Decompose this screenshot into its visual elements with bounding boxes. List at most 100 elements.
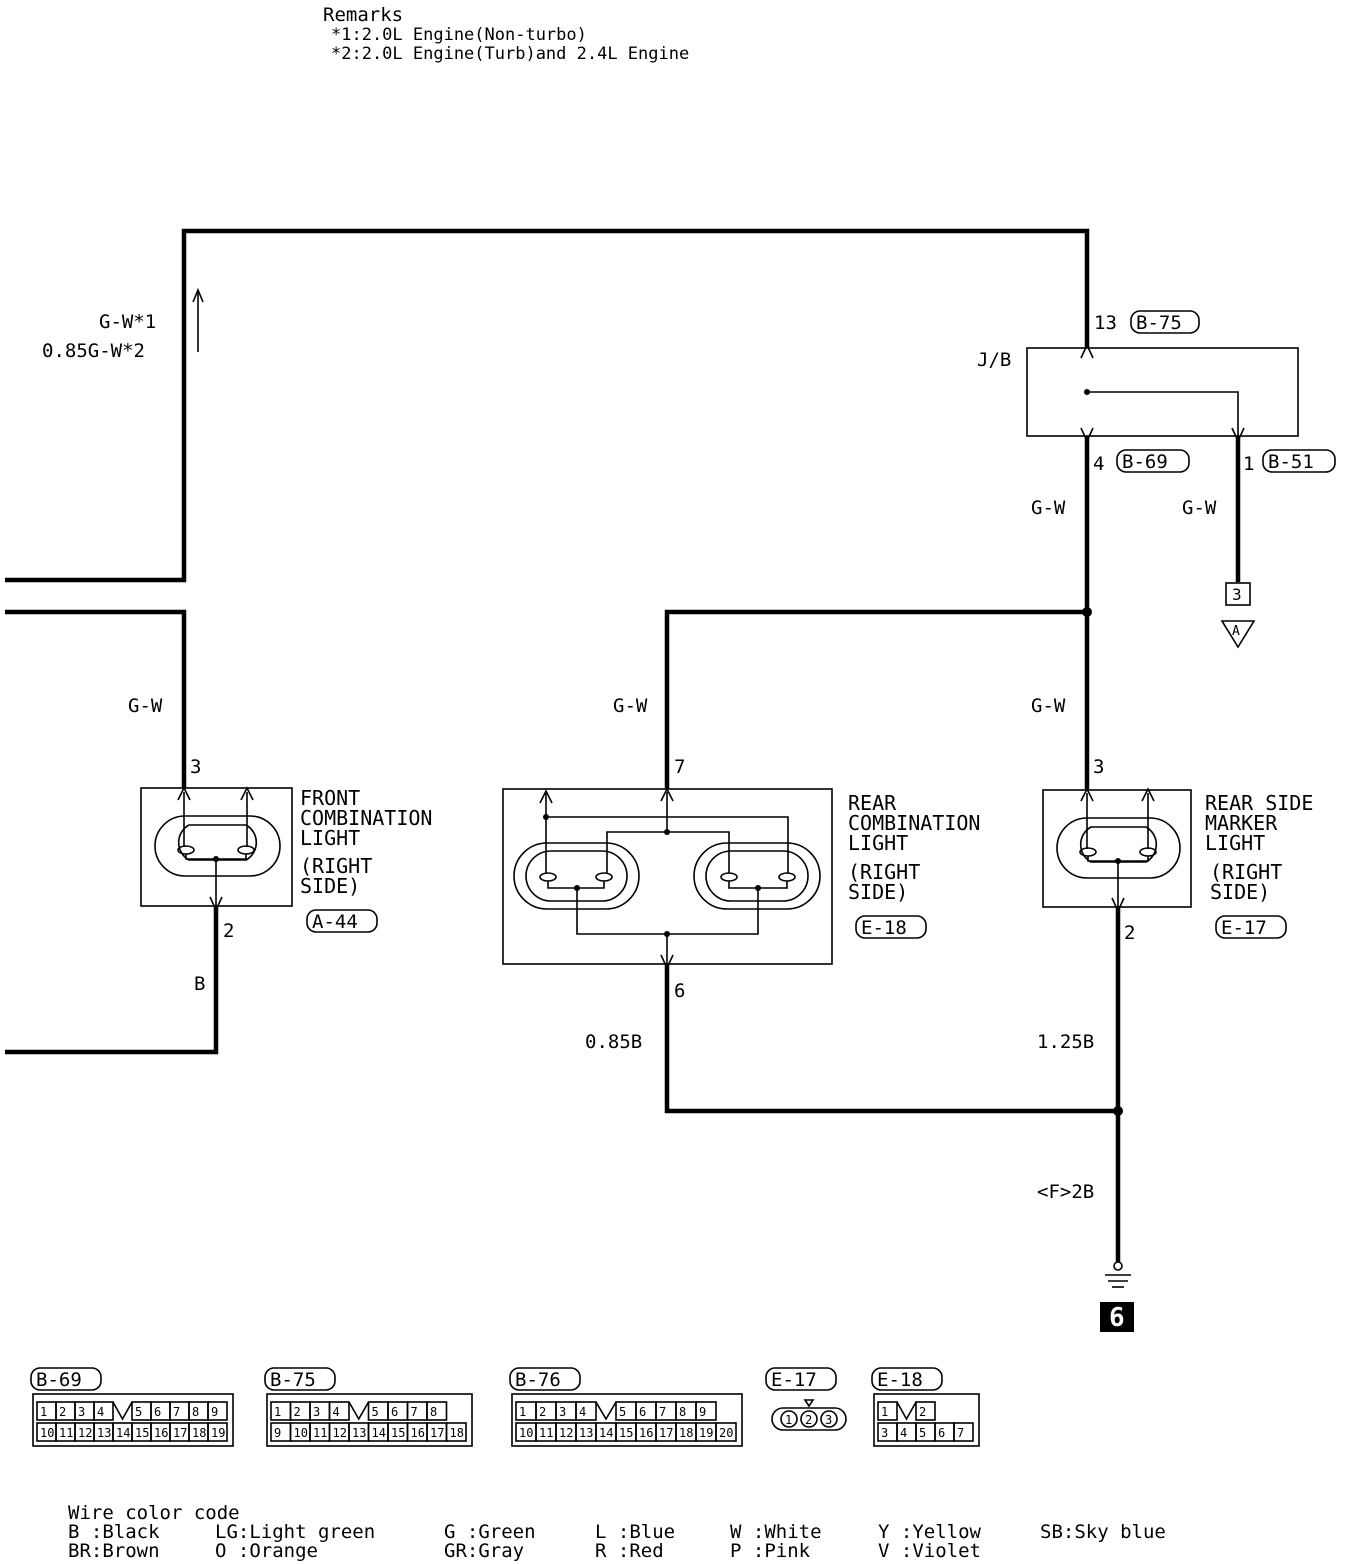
- color-code-entry: R :Red: [595, 1540, 664, 1562]
- jb-label: J/B: [977, 349, 1011, 371]
- pin-label: 9: [274, 1426, 281, 1440]
- conn-badge-e17: [1215, 915, 1287, 939]
- wires: [5, 228, 1241, 1262]
- remarks-line1: *1:2.0L Engine(Non-turbo): [331, 25, 587, 45]
- pin-cell: [915, 1401, 936, 1421]
- pin-label: 14: [372, 1426, 386, 1440]
- color-code-entry: W :White: [730, 1521, 822, 1543]
- pin-label: 8: [430, 1405, 437, 1419]
- marker-name1: REAR SIDE: [1205, 791, 1313, 815]
- pin-cell: [877, 1401, 898, 1421]
- marker-pin-top: 3: [1093, 756, 1104, 778]
- current-flow-arrow-icon: [192, 287, 204, 352]
- pin-label: 9: [699, 1405, 706, 1419]
- pin-cell: [207, 1422, 228, 1442]
- pin-label: 18: [450, 1426, 464, 1440]
- pin-circle: [820, 1410, 838, 1428]
- rear-connector: E-18: [861, 917, 907, 939]
- pin-label: 6: [938, 1426, 945, 1440]
- ref-box-3: [1225, 582, 1251, 606]
- pin-label: 17: [173, 1426, 187, 1440]
- color-code-entry: BR:Brown: [68, 1540, 160, 1562]
- pin-label: 6: [639, 1405, 646, 1419]
- connector-badge: [509, 1367, 581, 1391]
- pin-label: 11: [539, 1426, 553, 1440]
- pin-label: 10: [40, 1426, 54, 1440]
- jb-pin-in: 13: [1094, 312, 1117, 334]
- rear-name2: COMBINATION: [848, 811, 980, 835]
- pin-label: 8: [679, 1405, 686, 1419]
- connector-body: [266, 1393, 473, 1447]
- pin-cell: [715, 1422, 737, 1442]
- key-icon: [348, 1401, 370, 1421]
- wire-label-gw-pin1: G-W: [1182, 497, 1217, 519]
- pin-label: 7: [173, 1405, 180, 1419]
- pin-label: 13: [97, 1426, 111, 1440]
- pin-label: 13: [352, 1426, 366, 1440]
- jb-conn-out-right: B-51: [1268, 451, 1314, 473]
- conn-badge-e18: [855, 915, 927, 939]
- pin-label: 3: [825, 1413, 832, 1427]
- front-side2: SIDE): [300, 874, 360, 898]
- connector-body: [511, 1393, 743, 1447]
- connector-badge: [264, 1367, 336, 1391]
- key-icon: [595, 1401, 617, 1421]
- front-pin-bottom: 2: [223, 920, 234, 942]
- pin-cell: [426, 1401, 448, 1421]
- pin-label: 8: [192, 1405, 199, 1419]
- front-name1: FRONT: [300, 786, 360, 810]
- ground-point-badge: [1100, 1302, 1134, 1332]
- pin-label: 2: [294, 1405, 301, 1419]
- pin-label: 10: [519, 1426, 533, 1440]
- top-feed-wire: [5, 228, 1090, 583]
- rear-pin-top: 7: [674, 756, 685, 778]
- front-pin-top: 3: [190, 756, 201, 778]
- color-code-entry: SB:Sky blue: [1040, 1521, 1166, 1543]
- pin-label: 5: [135, 1405, 142, 1419]
- pin-label: 3: [313, 1405, 320, 1419]
- pin-label: 17: [430, 1426, 444, 1440]
- pin-cell: [93, 1401, 114, 1421]
- rear-side1: (RIGHT: [848, 860, 920, 884]
- pin-label: 1: [881, 1405, 888, 1419]
- front-combination-light: [140, 786, 293, 912]
- wire-label-gw-front: G-W: [128, 695, 163, 717]
- connector-badge: [30, 1367, 102, 1391]
- pin-label: 4: [333, 1405, 340, 1419]
- ground-icon: [1105, 1261, 1131, 1288]
- wire-label-125b: 1.25B: [1037, 1031, 1094, 1053]
- pin-cell: [575, 1401, 597, 1421]
- remarks-title: Remarks: [323, 4, 403, 26]
- pin-label: 1: [274, 1405, 281, 1419]
- pin-label: 14: [116, 1426, 130, 1440]
- color-code-entry: V :Violet: [878, 1540, 981, 1562]
- color-code-entry: P :Pink: [730, 1540, 811, 1562]
- conn-badge-b75: [1130, 310, 1200, 334]
- pin-cell: [953, 1422, 974, 1442]
- connector-badge: [765, 1367, 837, 1391]
- pin-label: 6: [154, 1405, 161, 1419]
- rear-combination-light: [502, 787, 833, 970]
- rear-pin-bottom: 6: [674, 980, 685, 1002]
- color-code-entry: L :Blue: [595, 1521, 675, 1543]
- ground-point-number: 6: [1109, 1303, 1125, 1333]
- pin-circle: [800, 1410, 818, 1428]
- connector-label: B-75: [270, 1369, 316, 1391]
- color-code-title: Wire color code: [68, 1502, 240, 1524]
- marker-side2: SIDE): [1210, 880, 1270, 904]
- key-icon: [896, 1401, 917, 1421]
- pin-circle: [780, 1410, 798, 1428]
- connector-badge: [871, 1367, 943, 1391]
- connector-body: [771, 1407, 847, 1431]
- pin-label: 15: [135, 1426, 149, 1440]
- conn-badge-b69: [1116, 449, 1190, 473]
- connector-label: E-18: [877, 1369, 923, 1391]
- rear-comb-ground-wire: [664, 963, 1118, 1114]
- jb-pin-out-left: 4: [1093, 453, 1104, 475]
